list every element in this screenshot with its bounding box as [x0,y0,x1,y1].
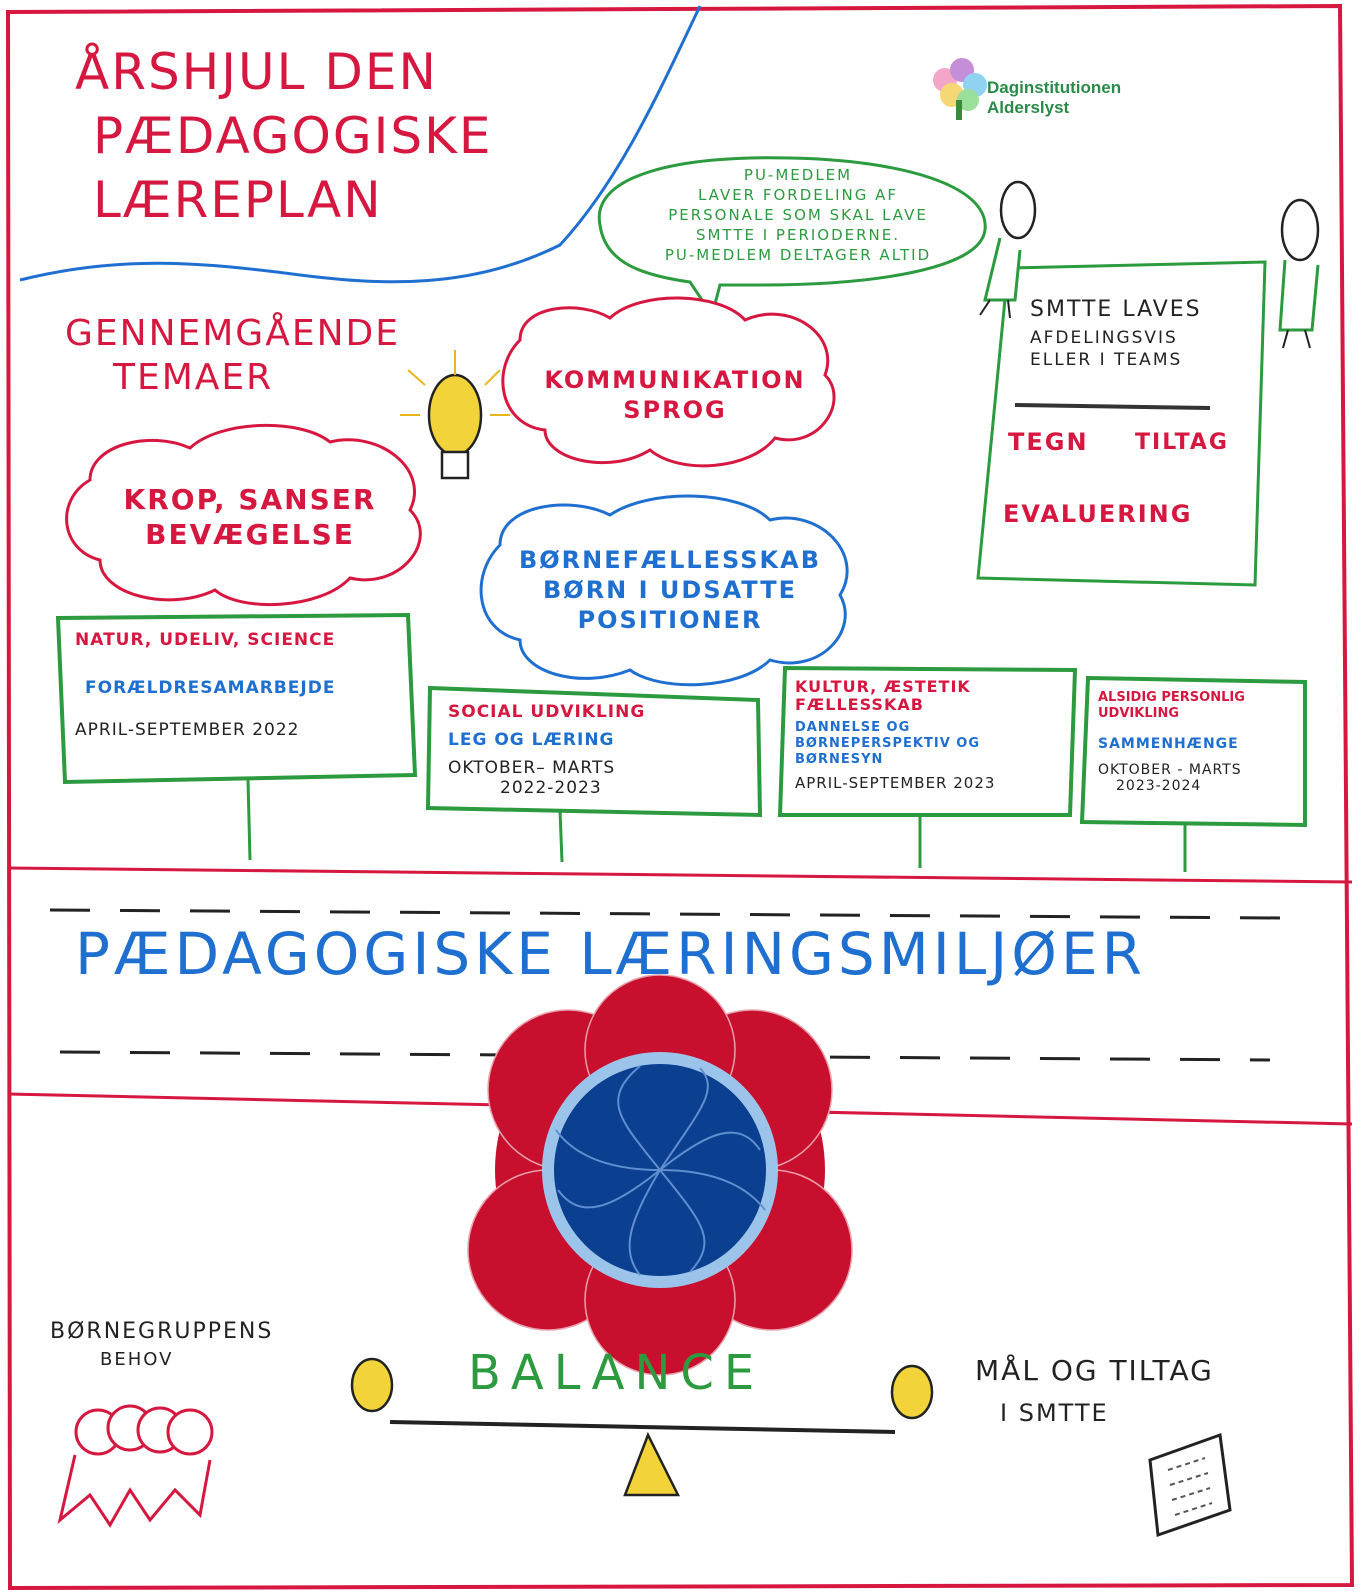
themes-line-2: TEMAER [113,357,274,398]
themes-heading: GENNEMGÅENDE TEMAER [65,312,400,400]
sign-4-topic-2: UDVIKLING [1098,706,1179,721]
cloud-krop: KROP, SANSER BEVÆGELSE [95,482,405,552]
cloud-krop-line-1: KROP, SANSER [123,483,377,516]
sign-period-2: SOCIAL UDVIKLING LEG OG LÆRING OKTOBER– … [448,702,748,798]
children-group-drawing [57,1404,214,1528]
smtte-line-2: AFDELINGSVIS [1030,328,1178,348]
logo-tree-icon [933,58,987,120]
cloud-kommunikation-line-1: KOMMUNIKATION [544,366,806,394]
sign-period-3: KULTUR, ÆSTETIK FÆLLESSKAB DANNELSE OG B… [795,677,1067,793]
page-title: ÅRSHJUL DEN PÆDAGOGISKE LÆREPLAN [75,40,493,232]
road-title: PÆDAGOGISKE LÆRINGSMILJØER [75,920,1146,988]
cloud-boern-line-2: BØRN i UDSATTE [543,576,797,604]
logo-line-1: Daginstitutionen [987,78,1122,97]
children-needs-note: BØRNEGRUPPENS BEHOV [50,1318,273,1374]
goals-note: MÅL OG TILTAG i SMTTE [975,1350,1214,1434]
smtte-line-1: SMTTE LAVES [1030,297,1202,322]
sign-4-period-2: 2023-2024 [1116,778,1202,794]
smtte-tegn: TEGN [1008,428,1089,456]
sign-3-subtopic: DANNELSE OG BØRNEPERSPEKTIV OG BØRNESYN [795,720,981,767]
sign-1-subtopic: FORÆLDRESAMARBEJDE [85,678,336,698]
institution-logo: Daginstitutionen Alderslyst [987,78,1121,118]
pu-member-speech-bubble: PU-MEDLEM LAVER FORDELING AF PERSONALE S… [618,165,978,265]
pu-line-3: PERSONALE SOM SKAL LAVE [668,206,928,224]
sign-1-topic: NATUR, UDELIV, SCIENCE [75,630,336,650]
sign-4-topic: ALSIDIG PERSONLIG [1098,690,1245,705]
sign-4-period: OKTOBER - MARTS [1098,762,1242,778]
sign-2-period-2: 2022-2023 [500,778,602,798]
cloud-kommunikation-line-2: SPROG [623,396,727,424]
pu-line-4: SMTTE i PERIODERNE. [695,226,901,244]
sign-period-1: NATUR, UDELIV, SCIENCE FORÆLDRESAMARBEJD… [75,630,405,740]
sign-3-topic-2: FÆLLESSKAB [795,695,924,714]
sign-2-period: OKTOBER– MARTS [448,758,616,778]
sign-2-subtopic: LEG OG LÆRING [448,730,615,750]
cloud-kommunikation: KOMMUNIKATION SPROG [525,365,825,425]
left-note-line-1: BØRNEGRUPPENS [50,1319,274,1344]
cloud-krop-line-2: BEVÆGELSE [145,518,355,551]
title-line-3: LÆREPLAN [93,171,383,229]
right-note-line-2: i SMTTE [1000,1399,1109,1427]
right-note-line-1: MÅL OG TILTAG [975,1354,1214,1387]
pu-line-2: LAVER FORDELING AF [697,186,899,204]
sign-1-period: APRIL-SEPTEMBER 2022 [75,720,300,740]
smtte-evaluering: EVALUERING [1003,500,1193,528]
title-line-1: ÅRSHJUL DEN [75,43,438,101]
sign-4-subtopic: SAMMENHÆNGE [1098,736,1239,752]
sign-3-topic: KULTUR, ÆSTETIK [795,677,971,696]
pu-line-1: PU-MEDLEM [743,166,853,184]
pu-line-5: PU-MEDLEM DELTAGER ALTID [664,246,932,264]
learning-plan-wheel [467,974,853,1376]
cloud-boernefaellesskab: BØRNEFÆLLESSKAB BØRN i UDSATTE POSITIONE… [505,545,835,635]
smtte-line-3: ELLER I TEAMS [1030,350,1183,370]
themes-line-1: GENNEMGÅENDE [65,313,400,354]
smtte-board: SMTTE LAVES AFDELINGSVIS ELLER I TEAMS [1030,296,1202,374]
cloud-boern-line-3: POSITIONER [577,606,763,634]
sign-period-4: ALSIDIG PERSONLIG UDVIKLING SAMMENHÆNGE … [1098,690,1303,794]
balance-label: BALANCE [468,1345,765,1401]
title-line-2: PÆDAGOGISKE [93,107,493,165]
smtte-tiltag: TILTAG [1135,430,1229,455]
logo-line-2: Alderslyst [987,98,1070,117]
left-note-line-2: BEHOV [100,1349,174,1370]
sign-3-period: APRIL-SEPTEMBER 2023 [795,774,996,792]
sign-2-topic: SOCIAL UDVIKLING [448,702,646,722]
cloud-boern-line-1: BØRNEFÆLLESSKAB [518,546,822,574]
